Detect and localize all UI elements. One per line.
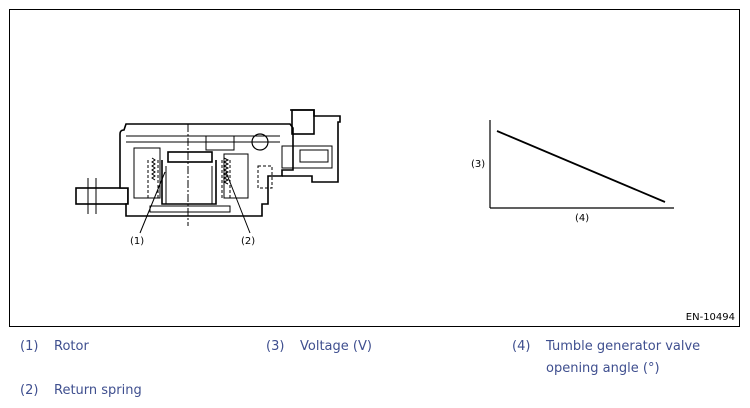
- legend-text: Rotor: [54, 339, 89, 354]
- callout-rotor: (1): [130, 236, 144, 247]
- legend-text: Voltage (V): [300, 339, 372, 354]
- figure-drawing: (1) (2) (3) (4): [75, 109, 674, 247]
- hidden-lines: [147, 160, 273, 200]
- characteristic-graph: (3) (4): [471, 120, 674, 224]
- legend-number: (4): [512, 339, 531, 354]
- legend-text: Tumble generator valve opening angle (°): [546, 339, 701, 376]
- legend: (1) Rotor (2) Return spring (3) Voltage …: [0, 336, 750, 408]
- figure-frame: (1) (2) (3) (4) EN-10494: [9, 9, 740, 327]
- legend-number: (3): [266, 339, 285, 354]
- graph-y-label: (3): [471, 159, 485, 170]
- legend-number: (2): [20, 383, 39, 398]
- return-spring: [151, 157, 230, 185]
- leader-spring: [225, 171, 251, 234]
- figure-id: EN-10494: [685, 312, 735, 323]
- legend-text: Return spring: [54, 383, 142, 398]
- graph-x-label: (4): [575, 213, 589, 224]
- leader-rotor: [139, 171, 166, 234]
- callout-spring: (2): [241, 236, 255, 247]
- legend-number: (1): [20, 339, 39, 354]
- graph-voltage-line: [496, 130, 666, 203]
- sensor-body: [75, 109, 341, 217]
